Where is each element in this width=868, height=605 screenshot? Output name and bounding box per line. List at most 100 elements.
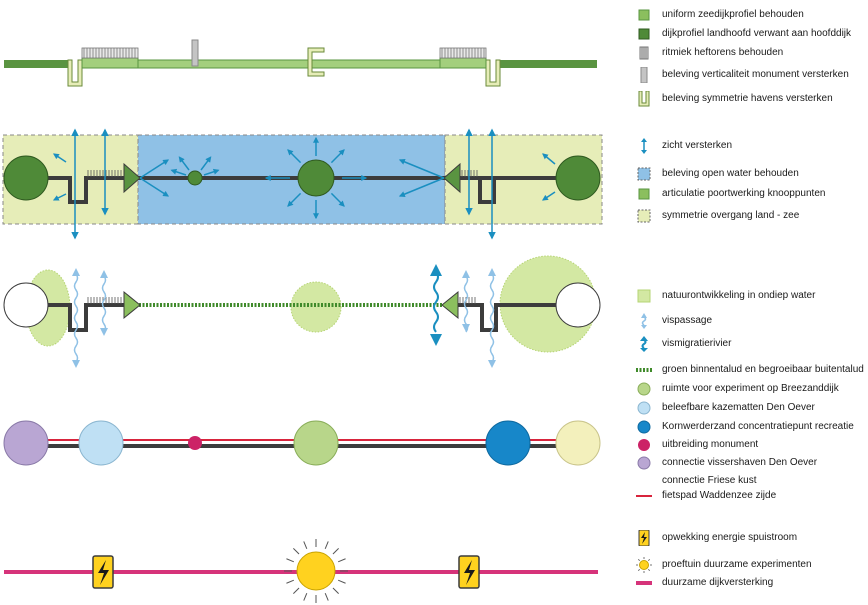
view-arrow (53, 153, 67, 163)
row-nature (3, 255, 601, 368)
view-arrow (203, 168, 220, 176)
view-arrow (330, 149, 345, 164)
lift-towers-icon (639, 46, 649, 60)
fish-passage-arrow (488, 268, 496, 276)
legend-label: uitbreiding monument (662, 439, 759, 450)
view-arrow (139, 159, 170, 179)
green-square-icon (638, 9, 650, 21)
road-line (26, 303, 132, 332)
fish-passage-arrow (488, 360, 496, 368)
legend-item-green-slope: groen binnentalud en begroeibaar buitent… (632, 362, 868, 378)
view-arrow (139, 177, 170, 197)
sun-ray (286, 579, 295, 584)
legend-item-frisian-coast: connectie Friese kust (632, 473, 868, 489)
dike-profile-main (137, 59, 441, 69)
afsluitdijk-concept-diagram (2, 39, 603, 603)
dike-profile-right (500, 60, 597, 68)
lightning-icon (638, 530, 650, 546)
sun-rays (284, 539, 348, 603)
legend-item-fishing-harbour: connectie vissershaven Den Oever (632, 455, 868, 471)
harbour-left-icon (67, 59, 83, 87)
sun-ray (293, 548, 300, 555)
monument-icon (640, 67, 648, 83)
legend-label: ruimte voor experiment op Breezanddijk (662, 383, 839, 394)
gateway-right-icon (441, 290, 459, 320)
legend-label: beleving symmetrie havens versterken (662, 93, 833, 104)
legend-label: opwekking energie spuistroom (662, 532, 798, 543)
land-square-icon (637, 209, 651, 223)
legend-item-fish-river: vismigratierivier (632, 336, 868, 352)
view-arrow (52, 193, 67, 201)
view-arrow (178, 156, 190, 171)
gateway-left-icon (123, 290, 141, 320)
sun-ray (303, 541, 308, 550)
fish-passage-arrow (462, 324, 470, 332)
legend: uniform zeedijkprofiel behouden dijkprof… (632, 0, 868, 605)
sun-ray (293, 587, 300, 594)
road-line (446, 303, 578, 332)
legend-label: proeftuin duurzame experimenten (662, 559, 812, 570)
legend-item-kornwerderzand: Kornwerderzand concentratiepunt recreati… (632, 419, 868, 435)
sun-ray (332, 548, 339, 555)
gateway-right-icon (443, 162, 461, 194)
blue-circle-icon (637, 420, 651, 434)
sun-ray (286, 558, 295, 563)
tidal-energy-icon (92, 555, 114, 589)
harbour-icon (638, 91, 650, 107)
test-garden-sun-icon (296, 551, 336, 591)
legend-item-monument-expansion: uitbreiding monument (632, 437, 868, 453)
legend-item-land-sea-symmetry: symmetrie overgang land - zee (632, 208, 868, 224)
node-left (3, 155, 49, 201)
landhead-right (439, 57, 487, 69)
casemates-circle (78, 420, 124, 466)
view-arrows (52, 128, 556, 240)
fish-passage-icon (641, 313, 647, 329)
view-arrow (542, 153, 556, 165)
green-dashed-line-icon (636, 368, 652, 372)
pink-line-icon (636, 581, 652, 585)
sun-ray (337, 579, 346, 584)
legend-label: fietspad Waddenzee zijde (662, 490, 777, 501)
lift-towers-left (81, 47, 139, 59)
node-right (555, 155, 601, 201)
view-arrow (287, 192, 302, 207)
sun-ray (303, 592, 308, 601)
fish-passage-line (73, 273, 79, 363)
view-arrow (170, 168, 187, 176)
fish-passage-line (489, 273, 495, 363)
landhead-left (81, 57, 139, 69)
legend-item-experiment-space: ruimte voor experiment op Breezanddijk (632, 381, 868, 397)
sun-ray (324, 541, 329, 550)
sun-icon (636, 557, 652, 573)
legend-label: beleefbare kazematten Den Oever (662, 402, 815, 413)
row-views (2, 128, 603, 240)
legend-label: Kornwerderzand concentratiepunt recreati… (662, 421, 854, 432)
legend-item-test-garden: proeftuin duurzame experimenten (632, 557, 868, 573)
view-arrow (200, 156, 212, 171)
lift-tower-block (81, 47, 139, 59)
legend-label: groen binnentalud en begroeibaar buitent… (662, 364, 864, 375)
sun-ray (324, 592, 329, 601)
fish-passage-line (463, 275, 469, 333)
legend-item-casemates: beleefbare kazematten Den Oever (632, 400, 868, 416)
harbour-middle-icon (307, 47, 325, 77)
legend-label: connectie Friese kust (662, 475, 757, 486)
legend-item-fish-passage: vispassage (632, 313, 868, 329)
legend-item-monument-vertical: beleving verticaliteit monument versterk… (632, 67, 868, 83)
legend-label: duurzame dijkversterking (662, 577, 774, 588)
fish-migration-river-icon (430, 264, 442, 346)
legend-item-tidal-energy: opwekking energie spuistroom (632, 530, 868, 546)
row-recreation (3, 420, 601, 466)
legend-item-landhead-profile: dijkprofiel landhoofd verwant aan hoofdd… (632, 26, 868, 42)
node-right-open (555, 282, 601, 328)
tidal-energy-icon (458, 555, 480, 589)
legend-label: vispassage (662, 315, 713, 326)
legend-item-gateway-nodes: articulatie poortwerking knooppunten (632, 186, 868, 202)
sun-ray (332, 587, 339, 594)
green-square-icon (638, 188, 650, 200)
fish-passage-arrow (72, 360, 80, 368)
view-arrow (398, 159, 445, 179)
magenta-circle-icon (638, 439, 650, 451)
double-arrow-icon (641, 138, 647, 154)
dark-green-square-icon (638, 28, 650, 40)
